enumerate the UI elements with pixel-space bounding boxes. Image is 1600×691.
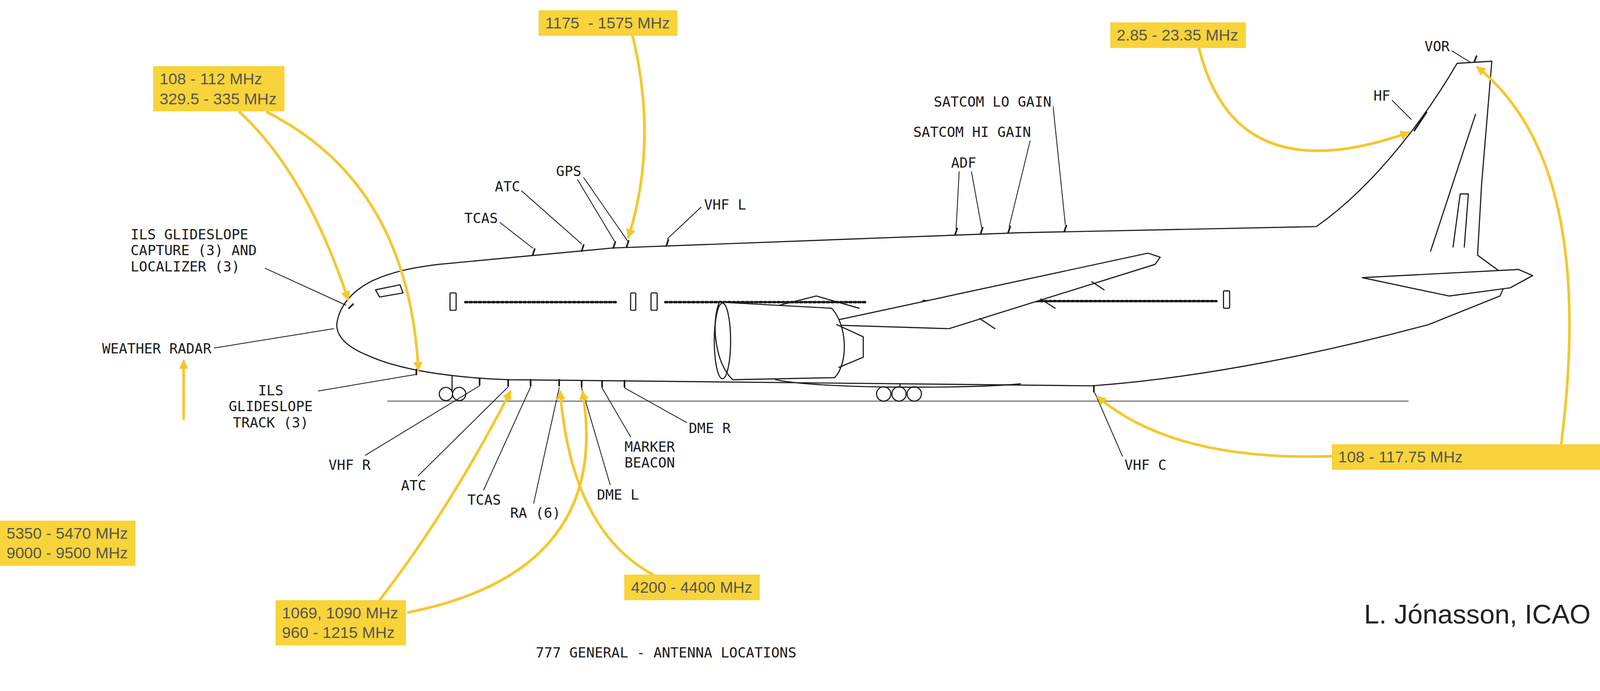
callout-arrow bbox=[408, 391, 587, 613]
callout-arrow bbox=[1477, 67, 1570, 445]
leader-line bbox=[483, 386, 531, 490]
engine-exhaust bbox=[836, 324, 864, 368]
wing bbox=[816, 253, 1161, 329]
horizontal-stabilizer bbox=[1362, 269, 1533, 297]
leader-line bbox=[520, 189, 582, 244]
belly-fairing bbox=[775, 379, 1021, 387]
fuselage-outline bbox=[336, 61, 1508, 386]
door bbox=[1223, 290, 1230, 309]
antenna-label: VHF L bbox=[702, 196, 748, 214]
antenna-label: DME R bbox=[687, 420, 733, 437]
leader-line bbox=[583, 177, 628, 241]
leader-line bbox=[214, 328, 334, 349]
leader-line bbox=[533, 387, 560, 504]
callout-arrow bbox=[267, 112, 419, 370]
leader-line bbox=[499, 222, 533, 249]
leader-line bbox=[1391, 100, 1412, 120]
frequency-range: 1175 - 1575 MHz bbox=[545, 13, 670, 34]
main-wheel bbox=[891, 386, 907, 402]
leader-line bbox=[624, 387, 687, 423]
leader-line bbox=[667, 207, 702, 239]
leader-line bbox=[418, 386, 509, 476]
callout-arrow bbox=[1199, 47, 1409, 151]
engine-nacelle bbox=[715, 302, 845, 380]
nose-wheel bbox=[439, 387, 453, 401]
window-row bbox=[465, 300, 617, 304]
fin-panel bbox=[1452, 193, 1469, 247]
leader-line bbox=[263, 267, 347, 305]
leader-line bbox=[956, 171, 960, 229]
antenna-label: ILS GLIDESLOPE TRACK (3) bbox=[225, 382, 317, 432]
leader-line bbox=[1094, 392, 1123, 457]
credit-text: L. Jónasson, ICAO bbox=[1362, 597, 1593, 631]
frequency-range: 4200 - 4400 MHz bbox=[630, 577, 753, 598]
antenna-label: DME L bbox=[595, 486, 641, 504]
cockpit-window bbox=[375, 284, 404, 298]
frequency-range: 329.5 - 335 MHz bbox=[159, 88, 277, 109]
frequency-range: 5350 - 5470 MHz bbox=[6, 523, 129, 544]
door bbox=[630, 292, 636, 311]
antenna-label: GPS bbox=[554, 163, 583, 180]
main-wheel bbox=[907, 386, 922, 402]
rudder-line bbox=[1430, 114, 1476, 252]
frequency-range: 108 - 117.75 MHz bbox=[1338, 446, 1464, 467]
callout-arrow bbox=[1098, 397, 1332, 457]
antenna-label: WEATHER RADAR bbox=[100, 340, 213, 358]
leader-line bbox=[1053, 106, 1066, 225]
antenna-label: HF bbox=[1371, 87, 1392, 105]
antenna-label: ILS GLIDESLOPE CAPTURE (3) AND LOCALIZER… bbox=[129, 226, 265, 276]
figure-caption: 777 GENERAL - ANTENNA LOCATIONS bbox=[534, 644, 798, 662]
door bbox=[650, 292, 657, 311]
leader-line bbox=[1009, 138, 1031, 227]
leader-line bbox=[365, 385, 480, 456]
leader-line bbox=[1451, 51, 1471, 63]
frequency-range: 960 - 1215 MHz bbox=[282, 622, 395, 643]
antenna-label: ADF bbox=[949, 155, 978, 172]
antenna-label: MARKER BEACON bbox=[622, 438, 684, 472]
antenna-label: VHF C bbox=[1123, 457, 1168, 474]
frequency-box: 1069, 1090 MHz960 - 1215 MHz bbox=[275, 600, 406, 646]
callout-arrow bbox=[379, 391, 511, 601]
antenna-label: VHF R bbox=[327, 457, 372, 474]
callout-arrow bbox=[182, 361, 186, 419]
frequency-box: 108 - 117.75 MHz bbox=[1331, 444, 1600, 470]
frequency-box: 2.85 - 23.35 MHz bbox=[1110, 22, 1246, 48]
nose-gear-strut bbox=[451, 375, 453, 391]
frequency-range: 2.85 - 23.35 MHz bbox=[1116, 25, 1239, 46]
flap-fairing bbox=[979, 281, 1104, 329]
leader-line bbox=[971, 171, 982, 228]
antenna-label: TCAS bbox=[465, 492, 503, 509]
antenna-label: ATC bbox=[493, 178, 522, 196]
antenna-label: SATCOM LO GAIN bbox=[932, 94, 1054, 111]
frequency-box: 1175 - 1575 MHz bbox=[538, 10, 678, 36]
frequency-range: 9000 - 9500 MHz bbox=[6, 542, 129, 563]
frequency-box: 5350 - 5470 MHz9000 - 9500 MHz bbox=[0, 520, 136, 566]
callout-arrow bbox=[628, 35, 645, 237]
antenna-label: RA (6) bbox=[508, 505, 562, 522]
antenna-label: VOR bbox=[1423, 38, 1452, 55]
leader-line bbox=[601, 387, 631, 437]
callout-arrow bbox=[560, 391, 653, 575]
antenna-label: ATC bbox=[399, 477, 428, 494]
antenna-label: SATCOM HI GAIN bbox=[911, 124, 1033, 141]
antenna-blade bbox=[416, 369, 1094, 392]
door bbox=[450, 292, 457, 311]
leader-line bbox=[318, 374, 416, 391]
antenna-label: TCAS bbox=[462, 210, 500, 227]
frequency-range: 108 - 112 MHz bbox=[159, 68, 263, 89]
main-wheel bbox=[876, 386, 892, 402]
frequency-box: 4200 - 4400 MHz bbox=[624, 574, 760, 601]
leader-line bbox=[577, 179, 615, 242]
frequency-box: 108 - 112 MHz329.5 - 335 MHz bbox=[153, 66, 285, 112]
engine-intake bbox=[714, 303, 731, 379]
antenna-blade bbox=[349, 56, 1477, 309]
frequency-range: 1069, 1090 MHz bbox=[282, 602, 399, 623]
